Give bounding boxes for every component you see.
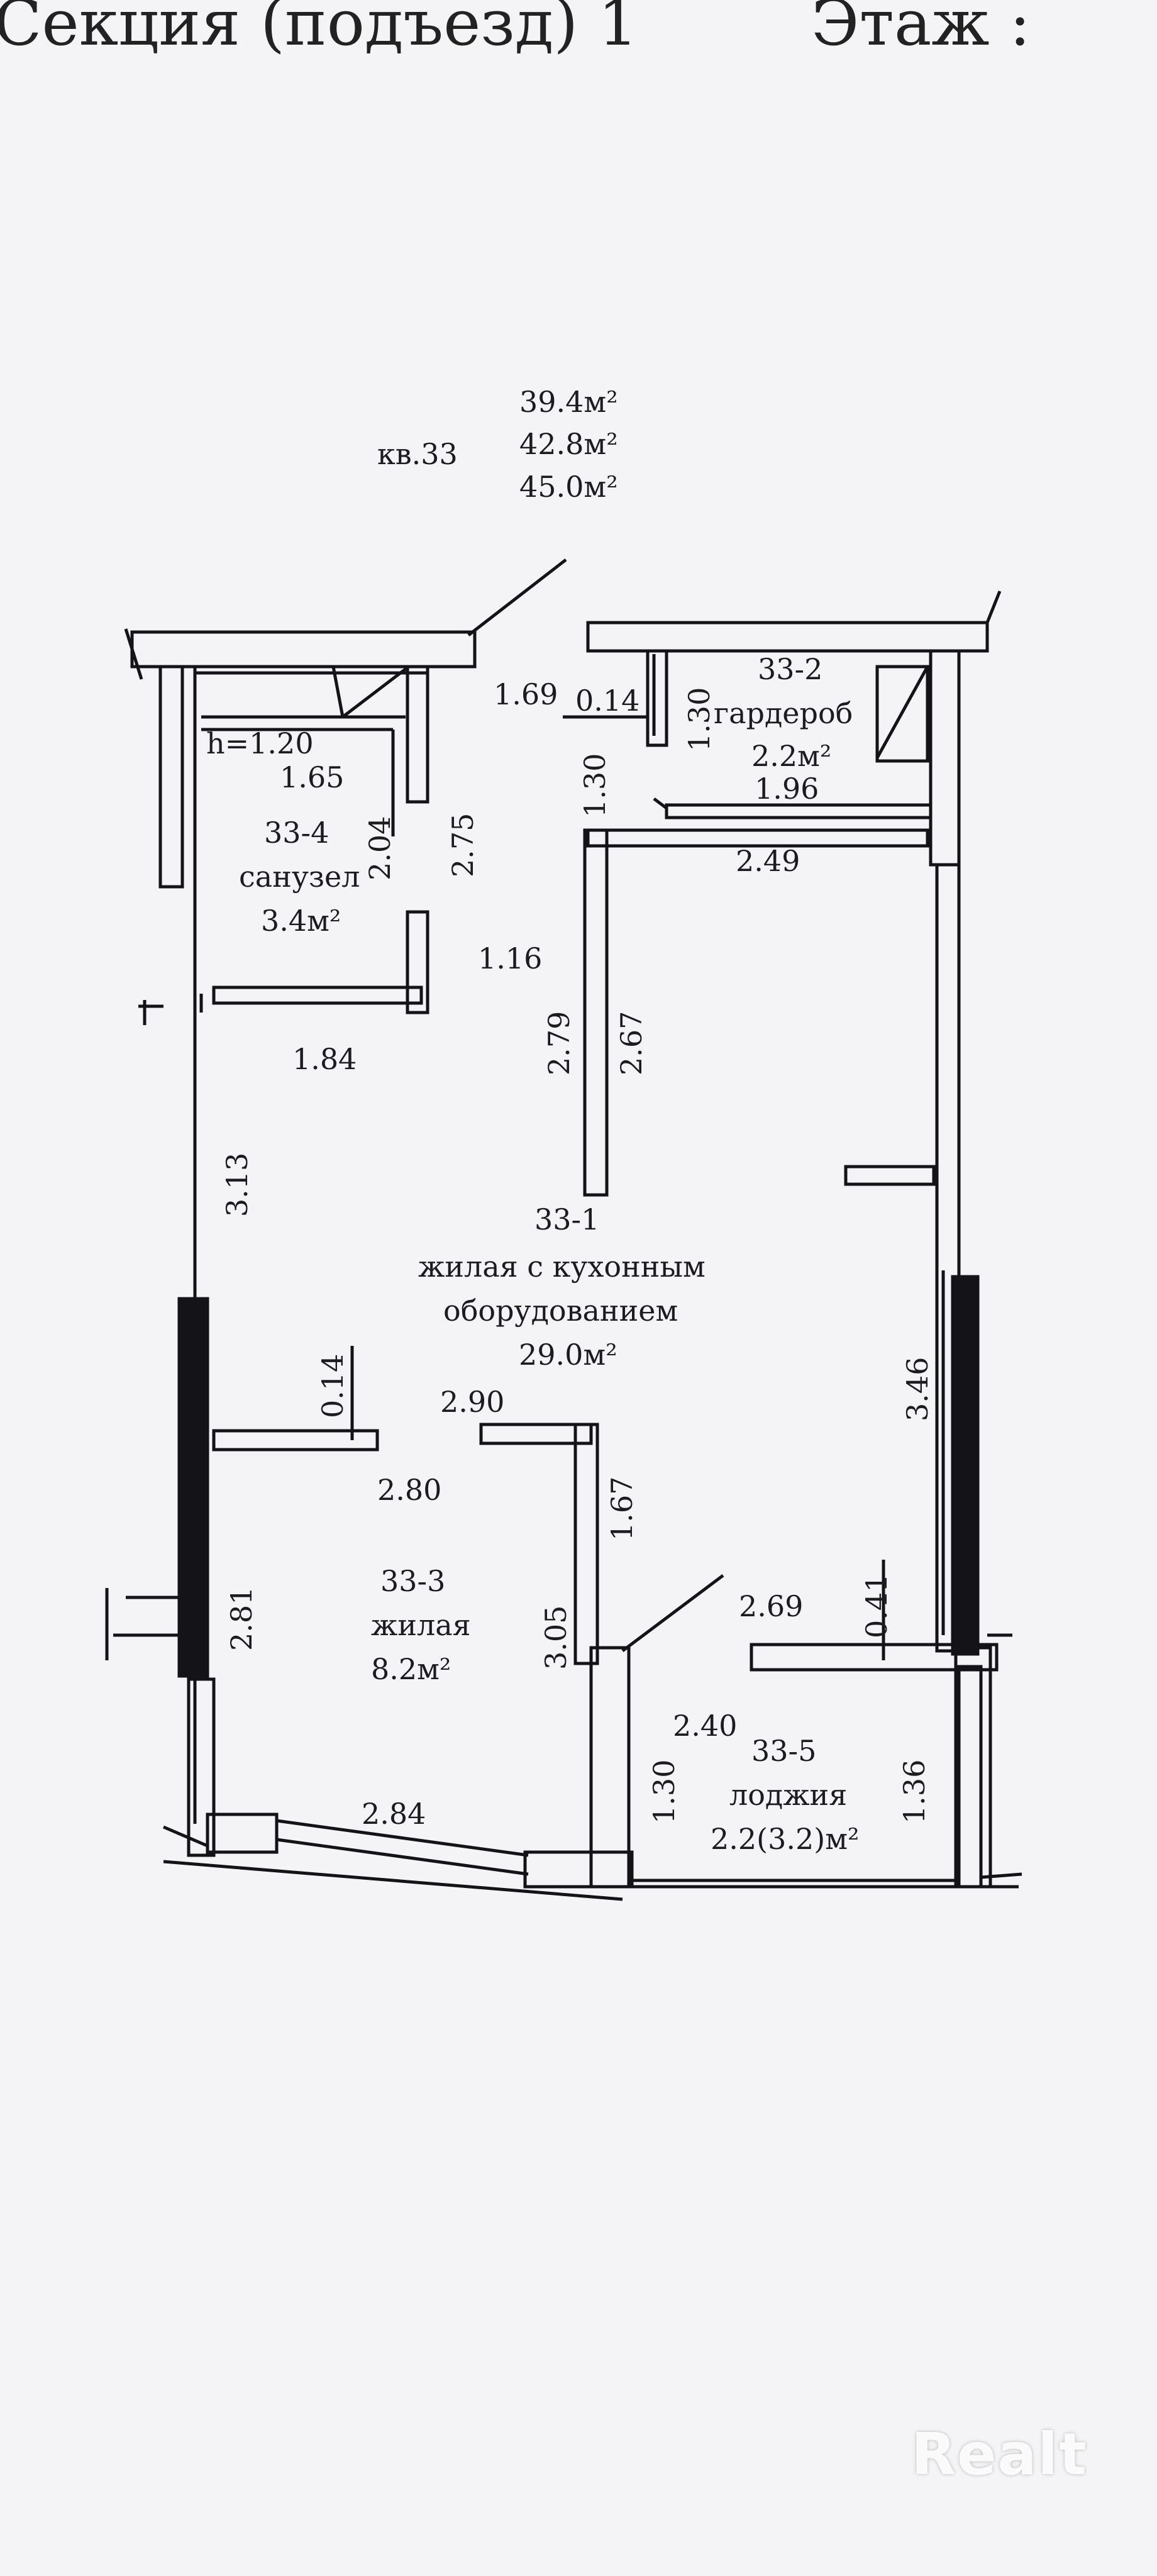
apartment-area-1: 39.4м² — [519, 385, 618, 419]
bedroom-partition-top — [212, 1429, 379, 1452]
main-room-name-line1: жилая с кухонным — [418, 1250, 706, 1284]
dim-1-65: 1.65 — [280, 760, 344, 794]
dim-1-16: 1.16 — [478, 941, 542, 975]
dim-2-90: 2.90 — [440, 1385, 504, 1419]
dim-1-30-corridor: 1.30 — [578, 753, 612, 818]
wall-right-bottom — [954, 1646, 992, 1889]
dim-2-84: 2.84 — [362, 1797, 426, 1831]
dim-1-84: 1.84 — [292, 1042, 357, 1076]
bathroom-name: санузел — [239, 860, 360, 894]
main-room-area: 29.0м² — [519, 1338, 617, 1372]
loggia-wall-right — [957, 1665, 983, 1889]
stub-right — [844, 1165, 936, 1186]
bathroom-height: h=1.20 — [206, 726, 314, 760]
section-title: Секция (подъезд) 1 — [0, 0, 638, 60]
wardrobe-name: гардероб — [714, 696, 853, 730]
apt-leader-line — [467, 558, 567, 636]
wall-right — [929, 649, 961, 867]
dim-2-81: 2.81 — [224, 1587, 258, 1651]
bedroom-wall-bottom-right — [523, 1850, 634, 1889]
bedroom-wall-bottom-left — [206, 1813, 279, 1854]
bathroom-wall-right-lower — [406, 910, 429, 1014]
loggia-id: 33-5 — [751, 1734, 816, 1768]
bathroom-wall-top — [193, 665, 429, 675]
wall-right-mid — [935, 863, 961, 1653]
loggia-area: 2.2(3.2)м² — [711, 1822, 859, 1856]
floor-title: Этаж : — [811, 0, 1031, 60]
dim-0-14-mid: 0.14 — [316, 1354, 350, 1418]
wardrobe-closet — [875, 665, 929, 763]
main-room-name-line2: оборудованием — [443, 1294, 678, 1328]
bedroom-name: жилая — [371, 1608, 471, 1642]
dim-1-67: 1.67 — [605, 1477, 639, 1541]
wall-top-right — [586, 621, 989, 653]
walls — [105, 558, 1022, 1901]
dim-1-36: 1.36 — [897, 1760, 931, 1824]
dim-3-05: 3.05 — [539, 1606, 573, 1670]
dim-2-75: 2.75 — [446, 813, 480, 877]
dim-2-04: 2.04 — [363, 816, 397, 880]
dim-2-40: 2.40 — [673, 1709, 737, 1743]
dim-1-30-wardrobe: 1.30 — [682, 687, 716, 752]
apartment-area-2: 42.8м² — [519, 427, 618, 461]
dim-0-41: 0.41 — [860, 1574, 894, 1638]
bathroom-wall-right — [406, 665, 429, 804]
dim-1-30-loggia: 1.30 — [647, 1760, 681, 1824]
apartment-number: кв.33 — [377, 437, 458, 471]
wall-right-lower — [951, 1275, 980, 1656]
partition-corridor-top — [586, 828, 929, 848]
bathroom-id: 33-4 — [264, 816, 329, 850]
dim-2-67: 2.67 — [614, 1011, 648, 1075]
dim-2-79: 2.79 — [542, 1011, 576, 1075]
wall-left-lower — [187, 1677, 216, 1857]
bathroom-floor-line — [212, 985, 423, 1005]
loggia-wall-top — [750, 1643, 999, 1672]
dim-2-80: 2.80 — [377, 1473, 441, 1507]
main-room-id: 33-1 — [534, 1202, 599, 1236]
bathroom-area: 3.4м² — [261, 904, 341, 938]
wall-left-mid — [177, 1297, 209, 1678]
wall-left-upper — [158, 665, 184, 889]
wardrobe-id: 33-2 — [758, 652, 822, 686]
dim-1-69: 1.69 — [494, 677, 558, 711]
dim-2-69: 2.69 — [739, 1589, 803, 1623]
bedroom-id: 33-3 — [380, 1564, 445, 1598]
partition-corridor — [583, 828, 609, 1197]
bedroom-area: 8.2м² — [371, 1652, 451, 1686]
apartment-area-3: 45.0м² — [519, 470, 618, 504]
loggia-name: лоджия — [729, 1778, 847, 1812]
wardrobe-area: 2.2м² — [751, 739, 831, 773]
realt-watermark: Realt — [911, 2421, 1088, 2488]
bedroom-partition-right-top — [479, 1423, 593, 1445]
dim-3-46: 3.46 — [900, 1357, 934, 1421]
dim-2-49: 2.49 — [736, 844, 800, 878]
dim-0-14-top: 0.14 — [575, 684, 639, 718]
bedroom-partition-right — [573, 1423, 599, 1665]
dim-3-13: 3.13 — [220, 1153, 254, 1217]
dim-1-96: 1.96 — [755, 772, 819, 806]
wardrobe-wall-left — [646, 649, 668, 747]
wardrobe-wall-bottom — [665, 803, 933, 819]
wall-top-left — [130, 630, 477, 669]
